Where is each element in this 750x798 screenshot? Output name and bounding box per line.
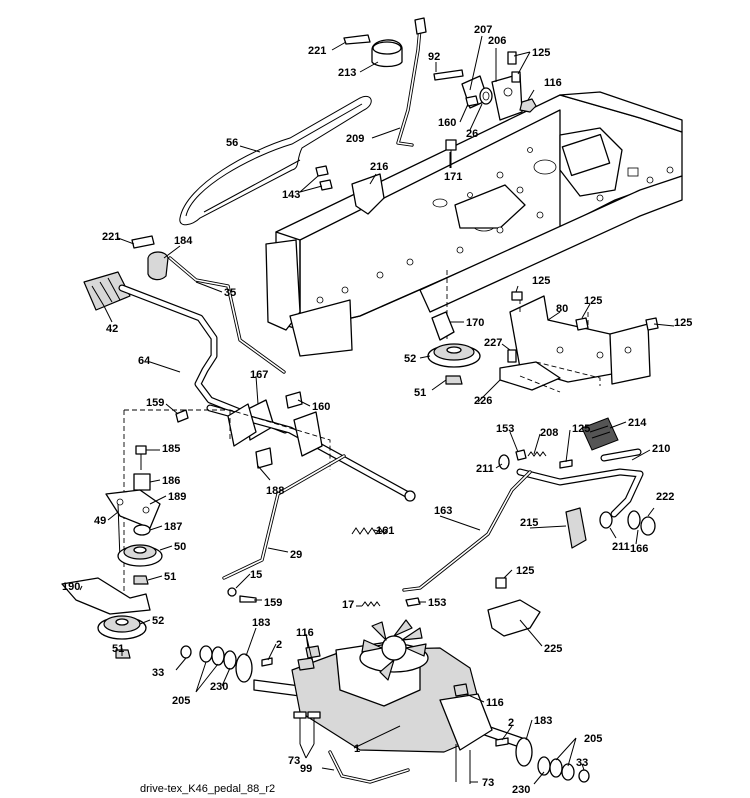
lever-assembly-top: [315, 17, 537, 215]
callout-c214: 214: [628, 417, 647, 429]
callout-c33a: 33: [152, 667, 164, 679]
callout-c207: 207: [474, 24, 492, 36]
bracket-right: [499, 291, 659, 393]
callout-c125b: 125: [532, 275, 550, 287]
callout-c73b: 73: [482, 777, 494, 789]
callout-c153b: 153: [428, 597, 446, 609]
drawing-caption: drive-tex_K46_pedal_88_r2: [140, 783, 275, 795]
transaxle: [180, 619, 590, 784]
callout-c15: 15: [250, 569, 262, 581]
callout-c185: 185: [162, 443, 180, 455]
callout-c92: 92: [428, 51, 440, 63]
linkage-left: [61, 235, 416, 659]
callout-c42: 42: [106, 323, 118, 335]
callout-c26: 26: [466, 128, 478, 140]
callout-c221a: 221: [308, 45, 326, 57]
callout-c1: 1: [354, 743, 360, 755]
callout-c125e: 125: [572, 423, 590, 435]
callout-c213: 213: [338, 67, 356, 79]
callout-c171: 171: [444, 171, 462, 183]
callout-c160b: 160: [312, 401, 330, 413]
callout-c186: 186: [162, 475, 180, 487]
callout-c183b: 183: [534, 715, 552, 727]
callout-c184: 184: [174, 235, 193, 247]
callout-c51c: 51: [112, 643, 124, 655]
callout-c159a: 159: [146, 397, 164, 409]
callout-c208: 208: [540, 427, 558, 439]
callout-c188: 188: [266, 485, 284, 497]
callout-c80: 80: [556, 303, 568, 315]
callout-c99: 99: [300, 763, 312, 775]
callout-c56: 56: [226, 137, 238, 149]
callout-c73a: 73: [288, 755, 300, 767]
callout-c64: 64: [138, 355, 151, 367]
callout-c222: 222: [656, 491, 674, 503]
callout-c209: 209: [346, 133, 364, 145]
callout-c225: 225: [544, 643, 562, 655]
callout-c211a: 211: [476, 463, 494, 475]
callout-c143: 143: [282, 189, 300, 201]
callout-c33b: 33: [576, 757, 588, 769]
callout-c125c: 125: [584, 295, 602, 307]
frame-chassis: [265, 91, 683, 357]
callout-c51b: 51: [164, 571, 176, 583]
callout-c35: 35: [224, 287, 236, 299]
callout-c116a: 116: [544, 77, 562, 89]
callout-c49: 49: [94, 515, 106, 527]
callout-c226: 226: [474, 395, 492, 407]
cooling-fan: [361, 619, 427, 681]
callout-c50: 50: [174, 541, 186, 553]
callout-c221b: 221: [102, 231, 120, 243]
callout-c163: 163: [434, 505, 452, 517]
callout-c2b: 2: [508, 717, 514, 729]
callout-c205a: 205: [172, 695, 190, 707]
center-pulley: [427, 270, 481, 385]
callout-c159b: 159: [264, 597, 282, 609]
callout-c116c: 116: [486, 697, 504, 709]
callout-c230b: 230: [512, 784, 530, 796]
callout-c52a: 52: [404, 353, 416, 365]
callout-c125d: 125: [674, 317, 692, 329]
callout-c153a: 153: [496, 423, 514, 435]
callout-c2a: 2: [276, 639, 282, 651]
callout-c160a: 160: [438, 117, 456, 129]
callout-c125a: 125: [532, 47, 550, 59]
callout-c17: 17: [342, 599, 354, 611]
callout-c125f: 125: [516, 565, 534, 577]
callout-c29: 29: [290, 549, 302, 561]
callout-c216: 216: [370, 161, 388, 173]
callout-c190: 190: [62, 581, 80, 593]
callout-c230a: 230: [210, 681, 228, 693]
drive-belt: [179, 96, 372, 226]
callout-c189: 189: [168, 491, 186, 503]
pedal-assembly: [361, 417, 656, 637]
callout-c161: 161: [376, 525, 394, 537]
callout-c167: 167: [250, 369, 268, 381]
callout-c210: 210: [652, 443, 670, 455]
callout-c211b: 211: [612, 541, 630, 553]
callout-c183a: 183: [252, 617, 270, 629]
callout-c206: 206: [488, 35, 506, 47]
callout-c52b: 52: [152, 615, 164, 627]
leader-lines: [79, 35, 675, 785]
callout-c187: 187: [164, 521, 182, 533]
callout-labels: 2212139220720612511656160262091712161432…: [62, 24, 692, 796]
callout-c166: 166: [630, 543, 648, 555]
callout-c170: 170: [466, 317, 484, 329]
callout-c227: 227: [484, 337, 502, 349]
callout-c215: 215: [520, 517, 538, 529]
callout-c116b: 116: [296, 627, 314, 639]
callout-c51a: 51: [414, 387, 426, 399]
callout-c205b: 205: [584, 733, 602, 745]
